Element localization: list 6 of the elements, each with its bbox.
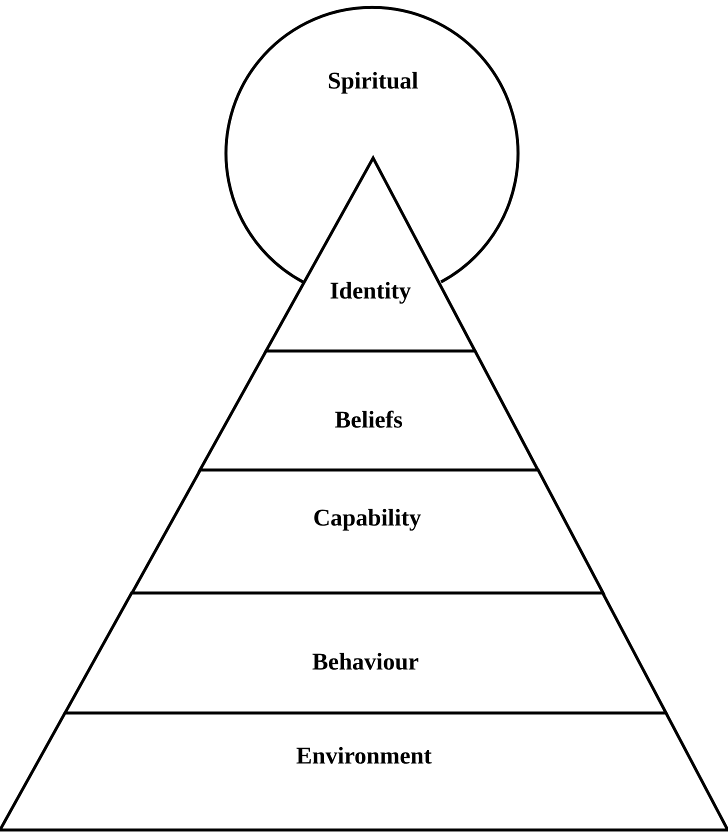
level-label: Spiritual — [328, 68, 418, 96]
level-label: Identity — [330, 278, 412, 306]
level-label: Beliefs — [334, 408, 403, 434]
level-label: Environment — [296, 744, 432, 770]
level-label: Capability — [313, 506, 422, 532]
level-label: Behaviour — [312, 650, 419, 676]
